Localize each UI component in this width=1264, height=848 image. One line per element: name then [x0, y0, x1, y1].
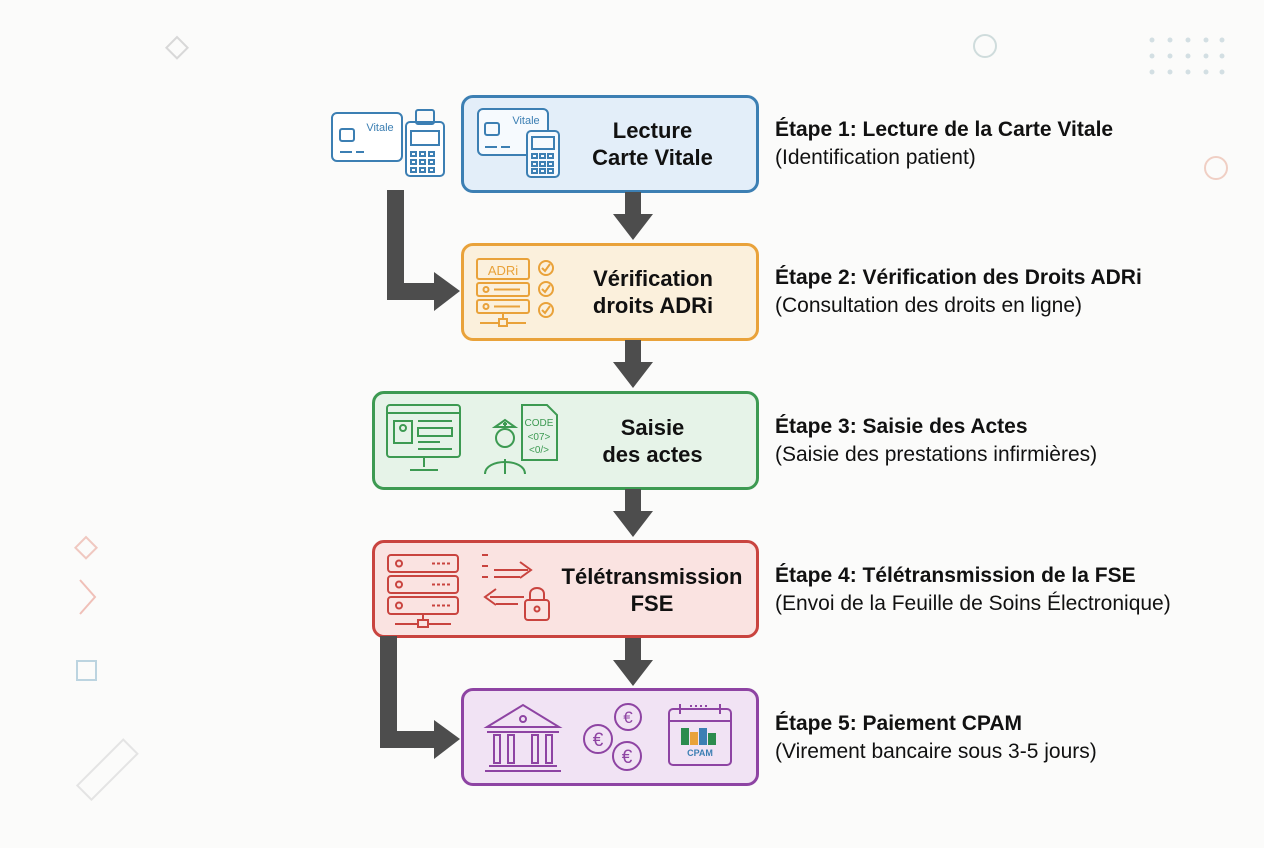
- step5-description: Étape 5: Paiement CPAM (Virement bancair…: [775, 710, 1097, 766]
- step4-subtitle: (Envoi de la Feuille de Soins Électroniq…: [775, 592, 1171, 615]
- step1-box-title-text: Lecture Carte Vitale: [592, 118, 713, 170]
- step1-card-reader-icon: Vitale: [477, 108, 560, 178]
- step2-description: Étape 2: Vérification des Droits ADRi (C…: [775, 264, 1142, 320]
- arrow-step2-to-step3: [613, 340, 653, 388]
- connector-arrows: [380, 190, 653, 759]
- arrow-step3-to-step4: [613, 489, 653, 537]
- step5-subtitle: (Virement bancaire sous 3-5 jours): [775, 740, 1097, 763]
- step1-icon-text: Vitale: [512, 115, 539, 127]
- code-line-1: <07>: [528, 432, 551, 443]
- arrow-step4-to-step5-elbow: [380, 636, 460, 759]
- step3-box-title-text: Saisie des actes: [602, 415, 703, 467]
- arrow-step1-to-step2: [613, 192, 653, 240]
- step4-box-title-text: Télétransmission FSE: [561, 564, 743, 616]
- step5-bank-payment-icon: € € € CPAM: [483, 703, 732, 772]
- step3-box: [372, 391, 759, 490]
- step1-subtitle: (Identification patient): [775, 146, 976, 169]
- code-line-2: <0/>: [529, 445, 549, 456]
- step2-box-title: Vérification droits ADRi: [568, 265, 738, 319]
- step2-icon-text: ADRi: [488, 263, 518, 278]
- step2-server-check-icon: ADRi: [476, 258, 554, 327]
- step2-box: [461, 243, 759, 341]
- euro-coin-3: €: [622, 747, 633, 768]
- cpam-label: CPAM: [687, 748, 713, 758]
- step2-subtitle: (Consultation des droits en ligne): [775, 294, 1083, 317]
- vitale-card-reader-icon: Vitale: [331, 109, 445, 177]
- step2-title: Étape 2: Vérification des Droits ADRi: [775, 266, 1142, 289]
- euro-coin-2: €: [593, 730, 604, 751]
- side-card-text: Vitale: [366, 122, 393, 134]
- step3-title: Étape 3: Saisie des Actes: [775, 415, 1028, 438]
- step4-box-title: Télétransmission FSE: [552, 563, 752, 617]
- arrow-step4-to-step5: [613, 638, 653, 686]
- step1-title: Étape 1: Lecture de la Carte Vitale: [775, 118, 1114, 141]
- step3-icon-text: CODE: [525, 418, 554, 429]
- step5-title: Étape 5: Paiement CPAM: [775, 712, 1023, 735]
- step1-description: Étape 1: Lecture de la Carte Vitale (Ide…: [775, 116, 1113, 172]
- step1-box-title: Lecture Carte Vitale: [570, 117, 735, 171]
- step3-subtitle: (Saisie des prestations infirmières): [775, 443, 1098, 466]
- step4-server-transfer-icon: [387, 554, 550, 628]
- background-decorations: [73, 34, 1228, 802]
- step3-box-title: Saisie des actes: [570, 414, 735, 468]
- euro-coin-1: €: [623, 708, 633, 727]
- arrow-card-to-step2: [387, 190, 460, 311]
- step4-title: Étape 4: Télétransmission de la FSE: [775, 564, 1136, 587]
- step2-box-title-text: Vérification droits ADRi: [592, 266, 714, 318]
- step4-box: [372, 540, 759, 638]
- step3-description: Étape 3: Saisie des Actes (Saisie des pr…: [775, 413, 1097, 469]
- step3-computer-nurse-icon: CODE <07> <0/>: [386, 404, 558, 475]
- step4-description: Étape 4: Télétransmission de la FSE (Env…: [775, 562, 1171, 618]
